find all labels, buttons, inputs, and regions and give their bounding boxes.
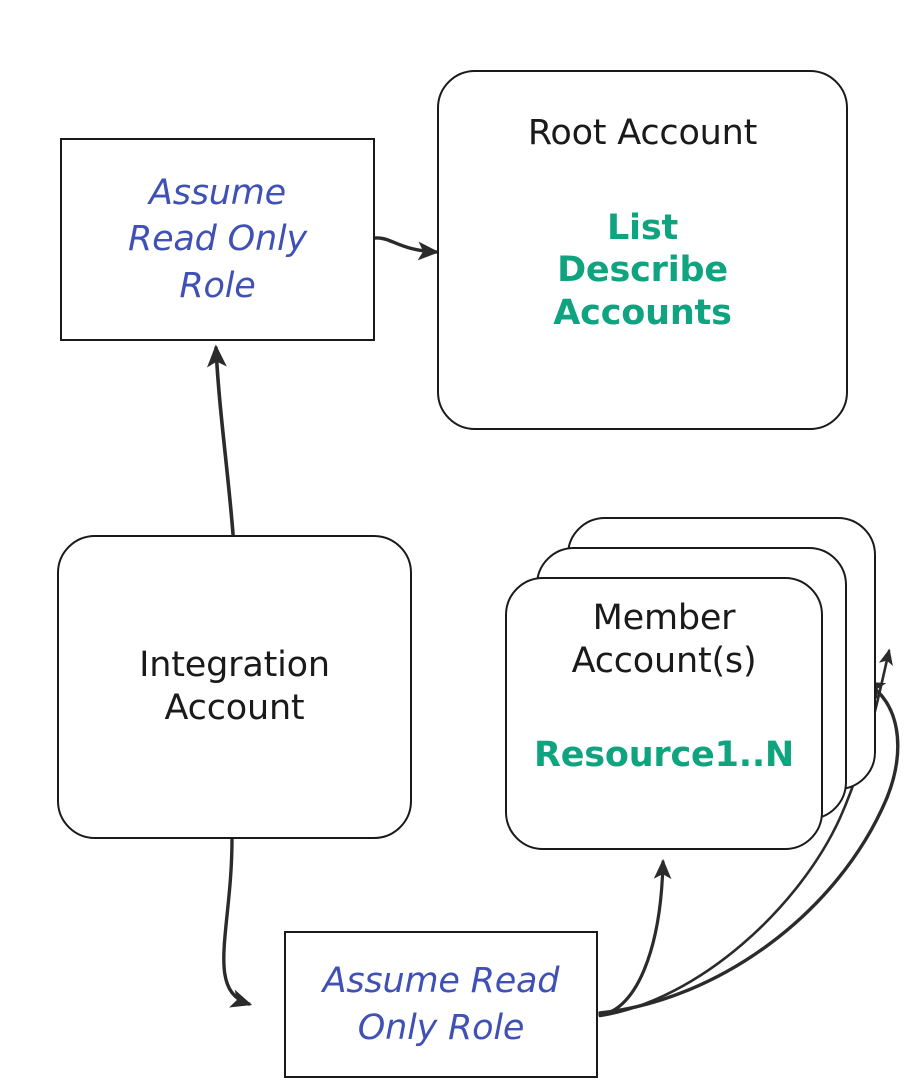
integration-account-line-2: Account — [164, 688, 305, 728]
root-account-action-describe: Describe — [557, 250, 728, 291]
assume-role-top-line-1: Assume — [148, 172, 287, 213]
assume-role-bottom-line-2: Only Role — [357, 1007, 525, 1048]
root-account-title: Root Account — [527, 113, 758, 153]
node-integration-account[interactable]: Integration Account — [57, 535, 412, 839]
member-account-line-2: Account(s) — [571, 640, 757, 681]
edge-integration-to-assume-bottom — [222, 837, 253, 1008]
node-assume-read-only-role-top[interactable]: Assume Read Only Role — [60, 138, 375, 341]
node-assume-read-only-role-bottom[interactable]: Assume Read Only Role — [284, 931, 598, 1078]
node-root-account[interactable]: Root Account List Describe Accounts — [437, 70, 848, 430]
edge-integration-to-assume-top — [206, 344, 235, 536]
integration-account-line-1: Integration — [139, 645, 330, 686]
member-account-line-1: Member — [592, 598, 736, 638]
assume-role-bottom-line-1: Assume Read — [322, 960, 560, 1001]
root-account-action-list: List — [606, 207, 679, 248]
assume-role-top-line-2: Read Only — [127, 219, 307, 260]
edge-assume-top-to-root — [373, 236, 440, 261]
member-account-resource-label: Resource1..N — [533, 735, 795, 776]
assume-role-top-line-3: Role — [179, 265, 256, 306]
root-account-action-accounts: Accounts — [553, 293, 732, 334]
member-account-card-front[interactable]: Member Account(s) Resource1..N — [505, 577, 823, 850]
edge-assume-bottom-to-member-front — [598, 858, 672, 1017]
